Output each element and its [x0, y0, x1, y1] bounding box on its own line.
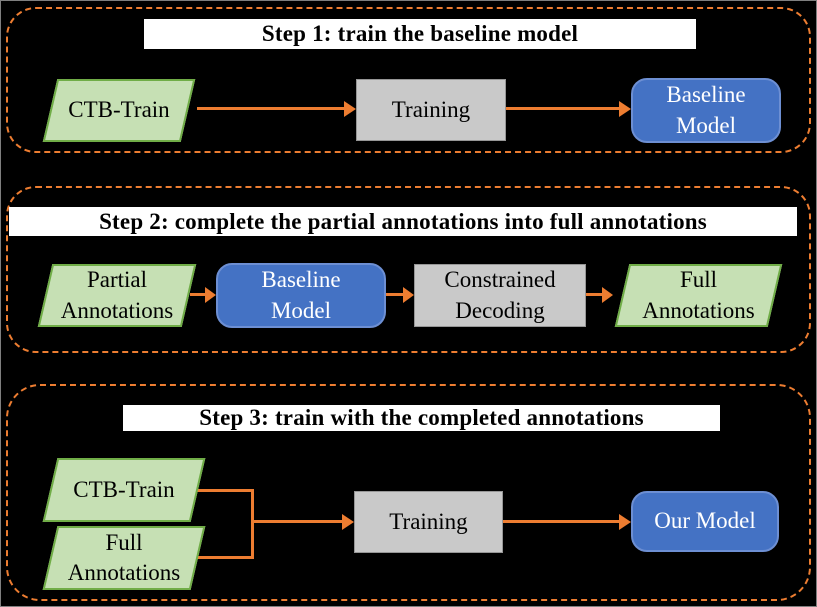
node-step2-constrained-decoding: Constrained Decoding [414, 264, 586, 327]
arrowhead-icon [342, 514, 354, 530]
arrow-step3-merge-to-training [251, 520, 342, 523]
arrow-step2-input-to-model [190, 293, 206, 296]
step2-title: Step 2: complete the partial annotations… [99, 208, 707, 234]
node-label: CTB-Train [68, 97, 170, 123]
arrow-step2-model-to-decoding [386, 293, 403, 296]
node-label: Baseline Model [261, 267, 341, 323]
arrowhead-icon [602, 287, 613, 303]
node-step3-full-annotations: Full Annotations [41, 526, 207, 590]
arrow-step1-training-to-model [506, 107, 619, 110]
node-label: Full Annotations [642, 267, 755, 323]
node-step3-training: Training [354, 491, 503, 553]
arrowhead-icon [619, 101, 631, 117]
node-step3-our-model: Our Model [631, 491, 779, 552]
arrowhead-icon [344, 101, 356, 117]
step1-container [6, 7, 811, 153]
node-label: Partial Annotations [60, 267, 174, 323]
node-label: Training [389, 508, 468, 534]
step3-title-banner: Step 3: train with the completed annotat… [123, 405, 720, 431]
connector-ctb-train-branch [195, 489, 254, 492]
node-step2-partial-annotations: Partial Annotations [36, 264, 198, 327]
step2-title-banner: Step 2: complete the partial annotations… [9, 207, 797, 236]
node-label: Full Annotations [67, 529, 181, 585]
node-step3-ctb-train: CTB-Train [41, 458, 207, 522]
node-label: Baseline Model [666, 82, 746, 138]
node-label: Our Model [654, 508, 756, 534]
step1-title: Step 1: train the baseline model [261, 21, 579, 46]
step3-container [6, 384, 811, 601]
node-step1-ctb-train: CTB-Train [41, 79, 197, 142]
node-label: Constrained Decoding [444, 267, 556, 323]
node-step2-full-annotations: Full Annotations [613, 264, 784, 327]
connector-merge-vertical [251, 489, 254, 559]
step1-title-banner: Step 1: train the baseline model [144, 19, 696, 49]
arrow-step3-training-to-model [503, 520, 619, 523]
node-label: CTB-Train [73, 476, 175, 502]
arrow-step1-input-to-training [197, 107, 344, 110]
arrow-step2-decoding-to-output [586, 293, 602, 296]
arrowhead-icon [403, 287, 414, 303]
arrowhead-icon [619, 514, 631, 530]
node-step2-baseline-model: Baseline Model [216, 263, 386, 328]
step3-title: Step 3: train with the completed annotat… [199, 405, 644, 430]
connector-full-annotations-branch [195, 556, 254, 559]
node-step1-training: Training [356, 79, 506, 141]
step2-container [6, 186, 811, 353]
node-step1-baseline-model: Baseline Model [631, 78, 781, 143]
arrowhead-icon [205, 287, 216, 303]
node-label: Training [391, 96, 471, 122]
